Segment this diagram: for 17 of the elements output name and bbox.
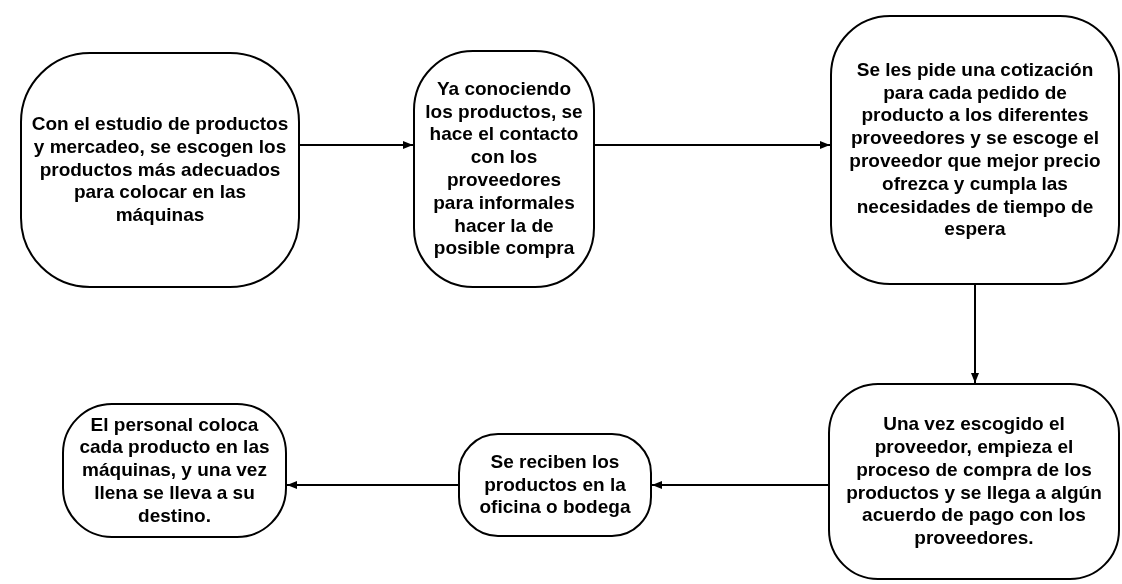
rounded-process-box	[20, 52, 300, 288]
rounded-process-box	[828, 383, 1120, 580]
rounded-process-box	[830, 15, 1120, 285]
step-text: Ya conociendo los productos, se hace el contacto con los proveedores para informales hacer la de posible compra	[425, 77, 583, 261]
arrow	[286, 481, 459, 489]
step-text: El personal coloca cada producto en las máquinas, y una vez llena se lleva a su destino.	[78, 413, 271, 528]
step-text: Se reciben los productos en la oficina o bodega	[478, 450, 632, 520]
rounded-process-box	[413, 50, 595, 288]
step-text: Se les pide una cotización para cada pedido de producto a los diferentes proveedores y se escoge el proveedor que mejor precio ofrezca y cumpla las necesidades de tiempo de espera	[848, 58, 1102, 242]
arrow	[651, 481, 829, 489]
step-text: Una vez escogido el proveedor, empieza el proceso de compra de los productos y se llega a algún acuerdo de pago con los proveedores.	[845, 413, 1103, 550]
rounded-process-box	[458, 433, 652, 537]
rounded-process-box	[62, 403, 287, 538]
step-text: Con el estudio de productos y mercadeo, se escogen los productos más adecuados para colocar en las máquinas	[30, 113, 290, 227]
arrow	[971, 284, 979, 384]
arrow	[299, 141, 414, 149]
arrow	[594, 141, 831, 149]
